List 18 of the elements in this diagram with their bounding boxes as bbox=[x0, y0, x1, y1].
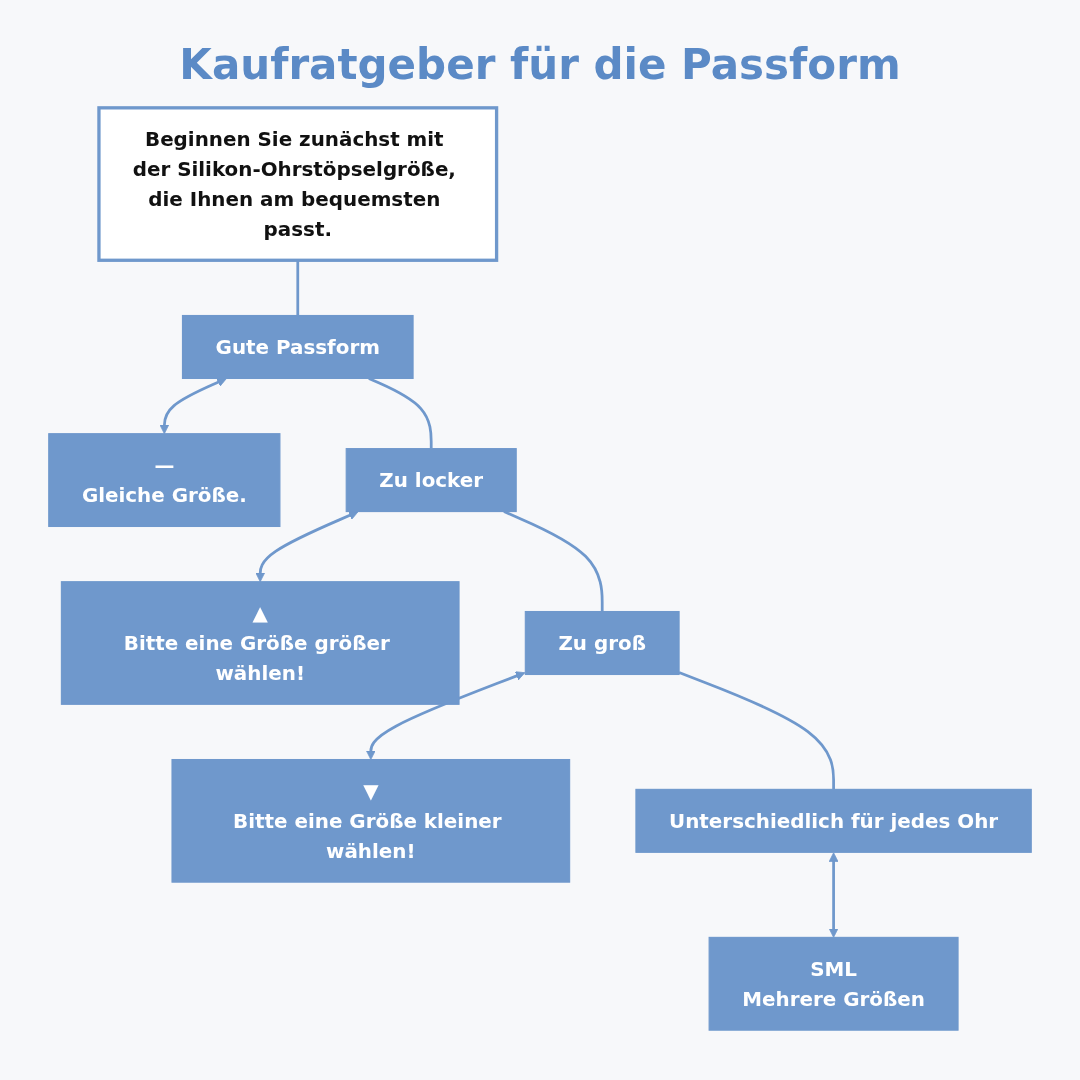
node-box: SML Mehrere Größen bbox=[708, 936, 959, 1031]
node-box: Gute Passform bbox=[181, 314, 414, 379]
title: Kaufratgeber für die Passform bbox=[178, 40, 902, 89]
node-box: ▲ Bitte eine Größe größer wählen! bbox=[60, 581, 460, 705]
connector bbox=[678, 671, 835, 790]
connector bbox=[296, 260, 300, 316]
arrow bbox=[365, 671, 526, 760]
node-box: ▼ Bitte eine Größe kleiner wählen! bbox=[171, 759, 571, 883]
node-box: — Gleiche Größe. bbox=[48, 433, 281, 527]
node-box: Beginnen Sie zunächst mit der Silikon-Ohrstöpselgröße, die Ihnen am bequemsten passt. bbox=[97, 106, 499, 262]
arrow bbox=[255, 510, 359, 583]
connector bbox=[503, 510, 604, 612]
arrow bbox=[159, 377, 227, 435]
node-box: Zu locker bbox=[345, 448, 517, 513]
node-box: Unterschiedlich für jedes Ohr bbox=[635, 788, 1032, 853]
node-box: Zu groß bbox=[524, 611, 680, 676]
arrow bbox=[828, 852, 839, 938]
connector bbox=[368, 377, 433, 449]
